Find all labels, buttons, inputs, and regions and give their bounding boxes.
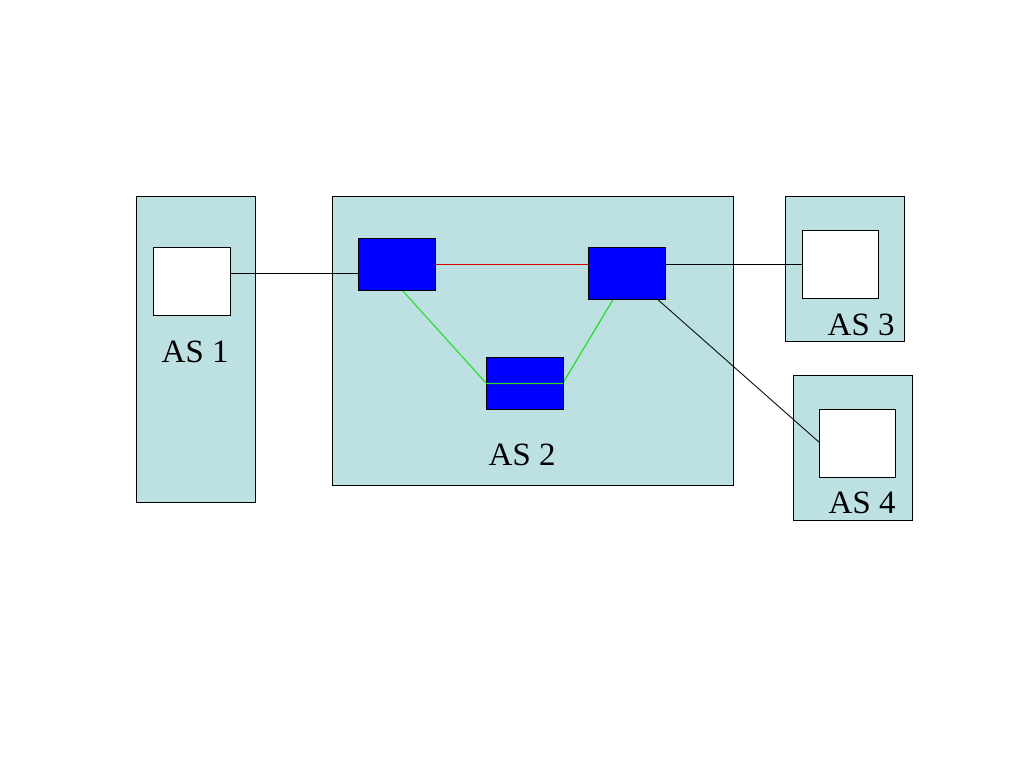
as1-router — [153, 247, 231, 316]
as2-label: AS 2 — [489, 437, 556, 473]
as4-label: AS 4 — [829, 485, 896, 521]
as2-router-right — [588, 247, 666, 300]
as3-label: AS 3 — [828, 307, 895, 343]
as3-router — [802, 230, 879, 299]
link-as2-internal-green-right — [562, 297, 615, 384]
link-as2-internal-green-left — [401, 289, 487, 384]
as4-router — [819, 409, 896, 478]
as1-label: AS 1 — [162, 334, 229, 370]
link-as2-to-as4 — [655, 297, 821, 444]
as2-router-left — [358, 238, 436, 291]
